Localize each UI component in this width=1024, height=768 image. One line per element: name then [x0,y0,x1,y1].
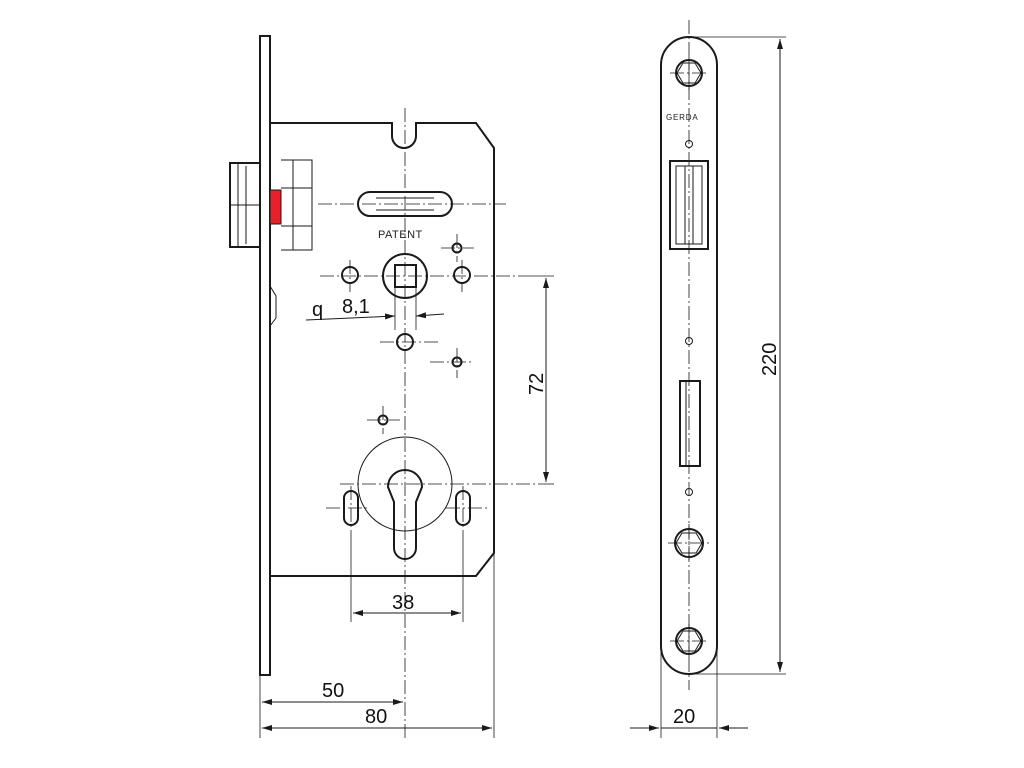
top-slot [357,191,453,217]
brand-label: GERDA [666,113,698,122]
faceplate-side [259,35,271,676]
dim-spindle-value: 8,1 [342,296,370,318]
slot-right-lower [455,490,471,526]
center-lines-side [318,108,548,738]
slot-left-lower [343,490,359,526]
dim-backset: 50 [259,675,403,738]
dim-spindle-square: q 8,1 [305,288,445,330]
dim-38-label: 38 [392,592,414,614]
dim-faceplate-length: 220 [689,36,786,675]
dim-cylinder-width: 38 [350,530,464,622]
faceplate-front-outline [660,36,718,675]
dim-center-distance: 72 [520,275,554,485]
faceplate-front-view: GERDA [630,20,786,738]
dim-body-depth: 80 [262,553,495,738]
dim-faceplate-width: 20 [630,650,748,738]
dim-20-label: 20 [673,706,695,728]
faceplate-bump [269,285,277,327]
bolt-opening-front [679,380,701,467]
latch-bolt [229,159,313,251]
dim-220-label: 220 [759,343,781,376]
lock-case-outline [270,122,495,577]
dim-spindle-symbol: q [312,299,323,321]
lock-body-side-view: PATENT [229,35,554,738]
euro-cylinder-cutout [386,469,424,560]
dim-80-label: 80 [365,706,387,728]
patent-label: PATENT [378,229,423,241]
dim-72-label: 72 [526,373,548,395]
dim-50-label: 50 [322,680,344,702]
latch-red-marker [269,189,282,225]
